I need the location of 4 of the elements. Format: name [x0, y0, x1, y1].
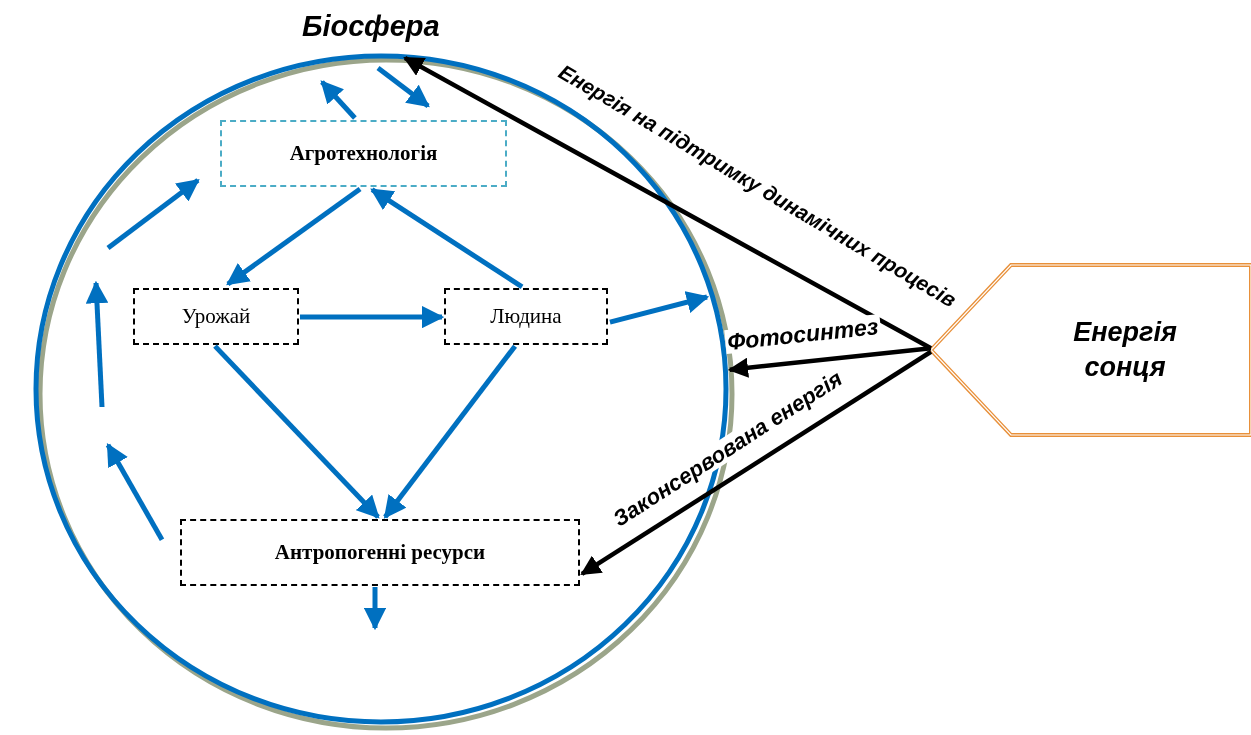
arrow [727, 346, 932, 378]
edge-label: Фотосинтез [724, 313, 882, 355]
shape-label: Енергія сонця [1072, 315, 1178, 384]
diagram-heading: Біосфера [302, 10, 440, 43]
